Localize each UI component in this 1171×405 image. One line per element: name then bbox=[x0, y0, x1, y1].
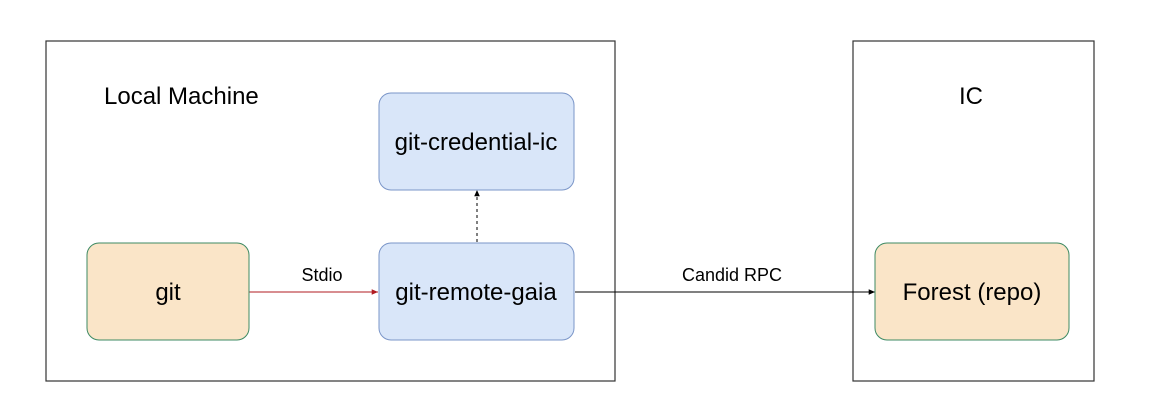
local-machine-frame bbox=[45, 40, 616, 382]
local-machine-title: Local Machine bbox=[104, 83, 259, 110]
forest-repo-node: Forest (repo) bbox=[874, 242, 1070, 341]
candid-rpc-edge-label: Candid RPC bbox=[682, 265, 782, 285]
git-remote-gaia-node-box bbox=[378, 242, 575, 341]
git-remote-gaia-node-label: git-remote-gaia bbox=[395, 279, 557, 306]
git-node: git bbox=[86, 242, 250, 341]
ic-container: IC bbox=[852, 40, 1095, 382]
git-node-box bbox=[86, 242, 250, 341]
stdio-edge-label: Stdio bbox=[301, 265, 342, 285]
ic-title: IC bbox=[959, 83, 983, 110]
forest-repo-node-label: Forest (repo) bbox=[903, 279, 1042, 306]
forest-repo-node-box bbox=[874, 242, 1070, 341]
git-node-label: git bbox=[155, 279, 181, 306]
git-remote-gaia-node: git-remote-gaia bbox=[378, 242, 575, 341]
ic-frame bbox=[852, 40, 1095, 382]
git-credential-ic-node: git-credential-ic bbox=[378, 92, 575, 191]
git-credential-ic-node-label: git-credential-ic bbox=[395, 129, 558, 156]
git-credential-ic-node-box bbox=[378, 92, 575, 191]
local-machine-container: Local Machine bbox=[45, 40, 616, 382]
